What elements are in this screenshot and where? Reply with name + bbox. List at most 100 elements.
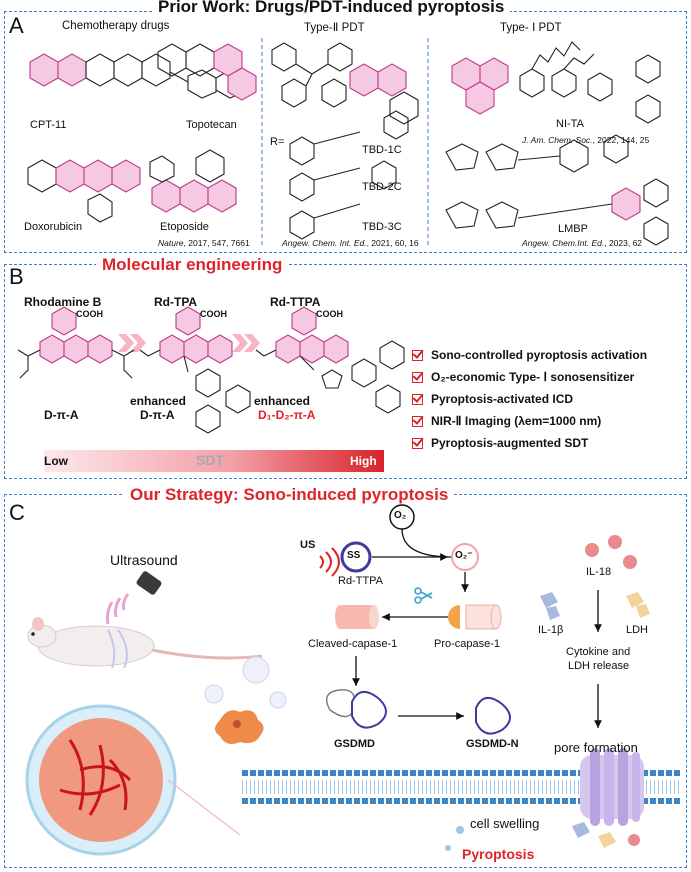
- cleaved-caspase-icon: [335, 605, 379, 629]
- sdt-gradient-bar: [44, 450, 384, 472]
- panel-a-letter: A: [9, 13, 24, 38]
- rd-tpa-structure: [139, 306, 251, 434]
- cell-bubbles-icon: [204, 656, 287, 744]
- pyroptosis-label: Pyroptosis: [462, 846, 535, 862]
- doxorubicin-structure: [27, 159, 141, 223]
- feature-text: Sono-controlled pyroptosis activation: [431, 348, 648, 362]
- citation-jacs: J. Am. Chem. Soc., 2022, 144, 25: [522, 135, 649, 145]
- rd-ttpa-label: Rd-TTPA: [338, 575, 384, 587]
- topotecan-structure: [157, 43, 257, 101]
- molecular-engineering-title: Molecular engineering: [96, 255, 289, 275]
- ss-label: SS: [347, 550, 361, 561]
- feature-item: O₂-economic Type- Ⅰ sonosensitizer: [412, 366, 647, 388]
- feature-text: Pyroptosis-augmented SDT: [431, 436, 589, 450]
- prior-work-title: Prior Work: Drugs/PDT-induced pyroptosis: [152, 0, 511, 17]
- enhanced-label-2: enhanced: [254, 394, 311, 408]
- d1d2-label: D₁-D₂-π-A: [258, 408, 316, 422]
- rd-ttpa-structure: [255, 306, 405, 414]
- scissors-icon: [414, 587, 433, 604]
- o2-label: O₂: [394, 510, 407, 521]
- strategy-title: Our Strategy: Sono-induced pyroptosis: [124, 485, 455, 505]
- drug-label-topotecan: Topotecan: [186, 119, 237, 131]
- ultrasound-label: Ultrasound: [110, 552, 178, 568]
- molecule-rd-ttpa: Rd-TTPA: [270, 295, 321, 309]
- us-signal-icon: [319, 547, 340, 577]
- feature-checklist: Sono-controlled pyroptosis activation O₂…: [412, 344, 647, 454]
- ultrasound-probe-icon: [106, 571, 162, 625]
- cell-swelling-label: cell swelling: [470, 816, 540, 831]
- tbd-3c-label: TBD-3C: [362, 221, 402, 233]
- feature-text: Pyroptosis-activated ICD: [431, 392, 574, 406]
- lmbp-label: LMBP: [558, 223, 588, 235]
- superoxide-label: O₂⁻: [455, 550, 473, 561]
- rhodamine-b-structure: [17, 306, 135, 379]
- leaking-particles-icon: [445, 822, 640, 851]
- panel-b-letter: B: [9, 264, 24, 289]
- checkbox-icon: [412, 371, 423, 383]
- panel-b-frame: [4, 264, 687, 479]
- cooh-label-2: COOH: [200, 309, 227, 319]
- gsdmd-n-label: GSDMD-N: [466, 738, 519, 750]
- citation-angew-2023-journal: Angew. Chem.Int. Ed.: [522, 238, 605, 248]
- cytokine-particles-icon: [540, 535, 650, 620]
- drug-label-doxorubicin: Doxorubicin: [24, 221, 83, 233]
- molecule-rhodamine-b: Rhodamine B: [24, 295, 102, 309]
- citation-nature-journal: Nature: [158, 238, 184, 248]
- lmbp-structure: [445, 134, 669, 246]
- chemo-header: Chemotherapy drugs: [62, 20, 170, 32]
- us-label: US: [300, 539, 316, 551]
- feature-item: Pyroptosis-augmented SDT: [412, 432, 647, 454]
- pore-formation-label: pore formation: [554, 740, 638, 755]
- feature-item: NIR-Ⅱ Imaging (λem=1000 nm): [412, 410, 647, 432]
- sdt-high-label: High: [350, 454, 377, 468]
- cleaved-caspase-label: Cleaved-capase-1: [308, 638, 398, 650]
- etoposide-structure: [149, 149, 237, 213]
- enhanced-dpa-label: D-π-A: [140, 408, 175, 422]
- citation-nature-rest: , 2017, 547, 7661: [183, 238, 250, 248]
- sonosensitizer-icon: [340, 541, 372, 573]
- ldh-label: LDH: [626, 624, 649, 636]
- citation-angew-2021-rest: , 2021, 60, 16: [366, 238, 419, 248]
- citation-jacs-rest: , 2022, 144, 25: [592, 135, 650, 145]
- drug-label-etoposide: Etoposide: [160, 221, 209, 233]
- pro-caspase-label: Pro-capase-1: [434, 638, 501, 650]
- citation-angew-2021: Angew. Chem. Int. Ed., 2021, 60, 16: [282, 238, 419, 248]
- molecule-rd-tpa: Rd-TPA: [154, 295, 198, 309]
- pro-caspase-icon: [448, 604, 502, 630]
- ni-ta-label: NI-TA: [556, 118, 584, 130]
- sdt-mid-label: SDT: [196, 452, 224, 468]
- feature-text: O₂-economic Type- Ⅰ sonosensitizer: [431, 370, 635, 384]
- sdt-low-label: Low: [44, 454, 68, 468]
- tumor-tissue-icon: [25, 704, 241, 856]
- panel-c-letter: C: [9, 500, 25, 525]
- cooh-label-3: COOH: [316, 309, 343, 319]
- superoxide-icon: [451, 543, 479, 571]
- il18-label: IL-18: [586, 566, 612, 578]
- citation-jacs-journal: J. Am. Chem. Soc.: [522, 135, 593, 145]
- type1-header: Type- Ⅰ PDT: [500, 22, 562, 34]
- feature-item: Sono-controlled pyroptosis activation: [412, 344, 647, 366]
- feature-item: Pyroptosis-activated ICD: [412, 388, 647, 410]
- mouse-icon: [27, 617, 263, 669]
- gsdmd-label: GSDMD: [334, 738, 375, 750]
- type2-header: Type-Ⅱ PDT: [304, 22, 365, 34]
- feature-text: NIR-Ⅱ Imaging (λem=1000 nm): [431, 414, 602, 428]
- il1b-label: IL-1β: [538, 624, 564, 636]
- checkbox-icon: [412, 415, 423, 427]
- tbd-2c-label: TBD-2C: [362, 181, 402, 193]
- ni-ta-structure: [451, 41, 661, 124]
- ldh-release-label: LDH release: [568, 660, 630, 672]
- tbd-1c-label: TBD-1C: [362, 144, 402, 156]
- citation-nature: Nature, 2017, 547, 7661: [158, 238, 250, 248]
- checkbox-icon: [412, 437, 423, 449]
- r-label: R=: [270, 136, 285, 148]
- tbd-structure: [271, 42, 419, 190]
- gsdmd-icon: [326, 689, 387, 729]
- cytokine-label: Cytokine and: [566, 646, 631, 658]
- dpa-label: D-π-A: [44, 408, 79, 422]
- chevron-arrows: [118, 334, 260, 352]
- r-group-structures: [289, 131, 361, 240]
